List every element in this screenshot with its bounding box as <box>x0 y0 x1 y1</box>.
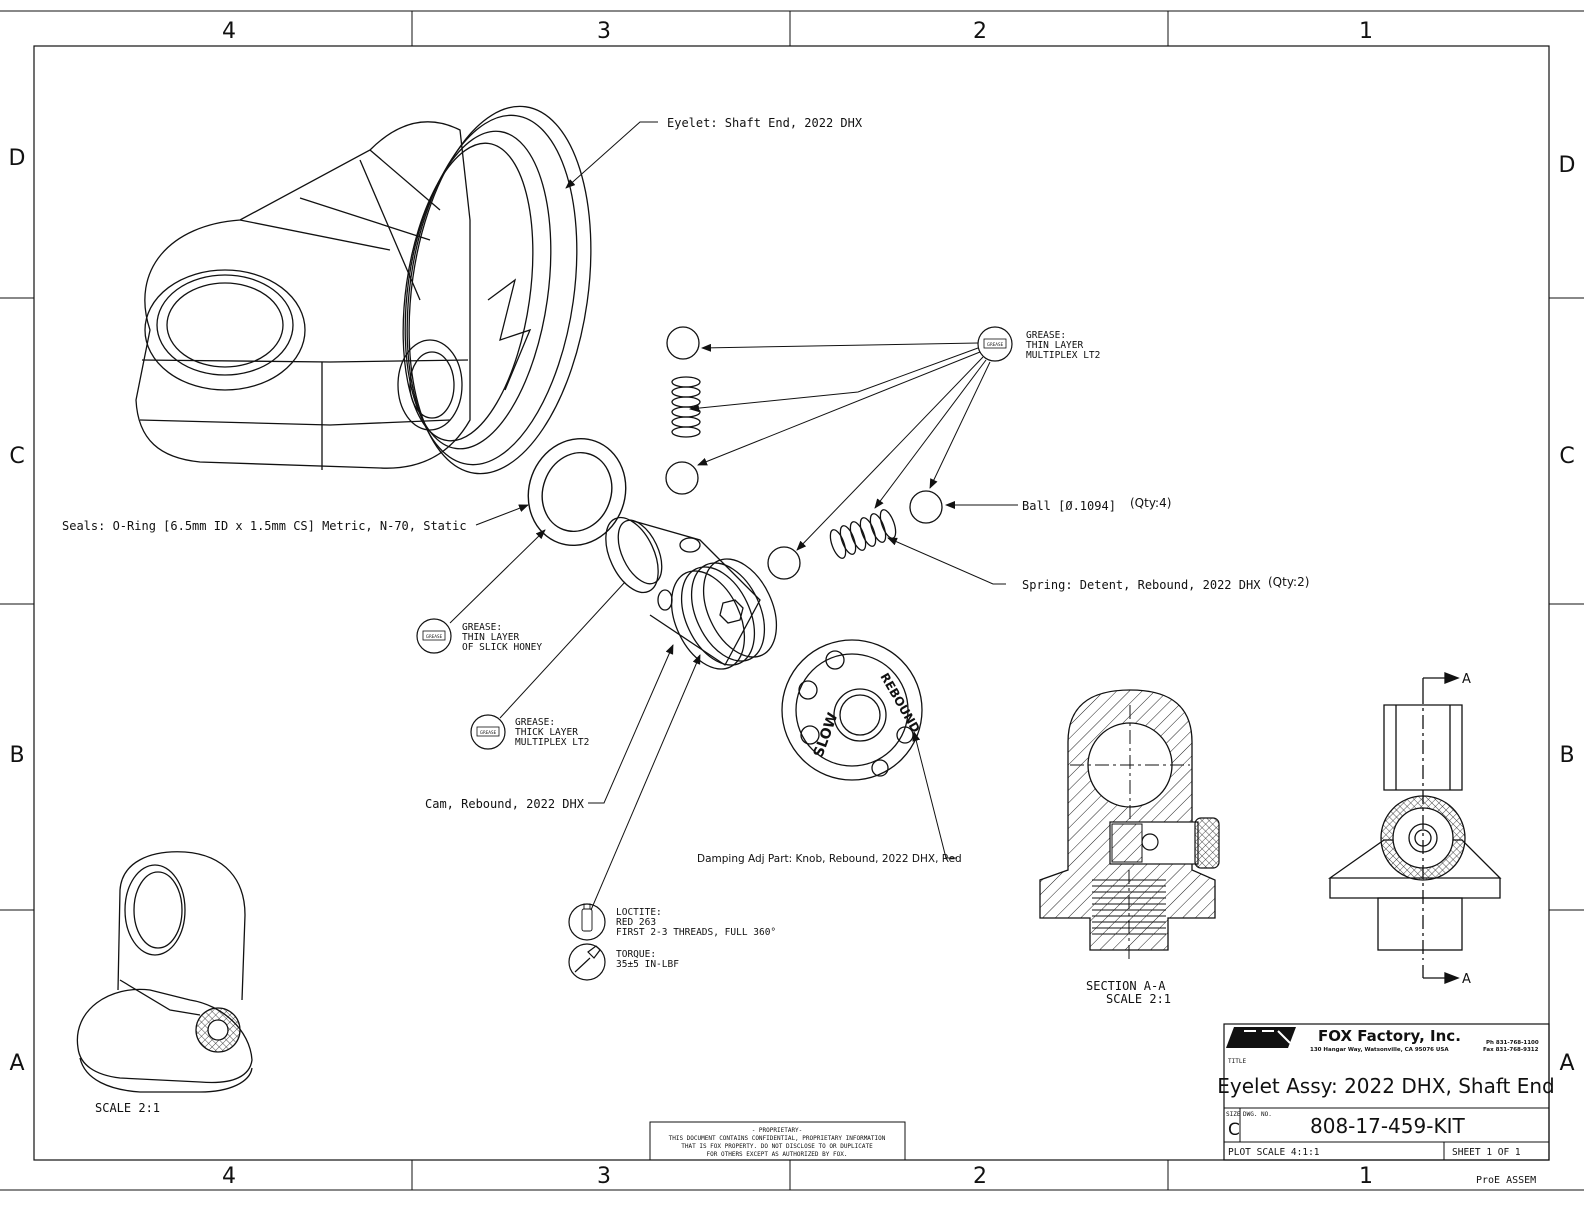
grease-note-thick: GREASE GREASE: THICK LAYER MULTIPLEX LT2 <box>470 714 589 750</box>
loctite-line-3: FIRST 2-3 THREADS, FULL 360° <box>616 927 776 938</box>
sheet-number: SHEET 1 OF 1 <box>1452 1147 1521 1158</box>
col-label-top-3: 3 <box>597 19 611 44</box>
drawing-title: Eyelet Assy: 2022 DHX, Shaft End <box>1217 1074 1554 1098</box>
callout-spring-qty: (Qty:2) <box>1268 575 1309 589</box>
grease-icon-label: GREASE <box>426 634 443 639</box>
company-fax: Fax 831-768-9312 <box>1483 1047 1539 1053</box>
torque-note: TORQUE: 35±5 IN-LBF <box>568 943 679 981</box>
spring-2 <box>829 509 897 559</box>
row-label-left-A: A <box>9 1051 24 1076</box>
grease-top-line-3: MULTIPLEX LT2 <box>1026 350 1100 361</box>
grease-thick-line-3: MULTIPLEX LT2 <box>515 737 589 748</box>
grease-icon-label: GREASE <box>987 342 1004 347</box>
drawing-number: 808-17-459-KIT <box>1310 1114 1465 1138</box>
ball-3 <box>909 490 943 524</box>
sheet-frame <box>0 10 1584 1191</box>
row-label-right-D: D <box>1559 153 1576 178</box>
grease-thick-line-2: THICK LAYER <box>515 727 578 738</box>
company-name: FOX Factory, Inc. <box>1318 1027 1461 1045</box>
zone-column-labels: 4 3 2 1 4 3 2 1 <box>222 19 1373 1189</box>
company-phone: Ph 831-768-1100 <box>1486 1040 1539 1046</box>
loctite-line-2: RED 263 <box>616 917 656 928</box>
row-label-right-C: C <box>1559 444 1574 469</box>
grease-top-line-2: THIN LAYER <box>1026 340 1083 351</box>
section-view-a-a: SECTION A-A SCALE 2:1 <box>1039 689 1220 1006</box>
fox-logo <box>1226 1027 1296 1048</box>
company-address: 130 Hangar Way, Watsonville, CA 95076 US… <box>1310 1047 1449 1053</box>
loctite-line-1: LOCTITE: <box>616 907 662 918</box>
rebound-knob: SLOW REBOUND <box>781 639 923 781</box>
ball-1 <box>666 326 700 360</box>
spring-1 <box>671 376 701 438</box>
row-label-left-C: C <box>9 444 24 469</box>
callout-ball-qty: (Qty:4) <box>1130 496 1171 510</box>
col-label-top-1: 1 <box>1359 19 1373 44</box>
callout-ball: Ball [Ø.1094] <box>1022 499 1116 513</box>
grease-icon-label: GREASE <box>480 730 497 735</box>
plot-scale: PLOT SCALE 4:1:1 <box>1228 1147 1320 1158</box>
grease-honey-line-2: THIN LAYER <box>462 632 519 643</box>
row-label-left-D: D <box>9 146 26 171</box>
leader-lines <box>449 121 1018 911</box>
ball-4 <box>767 546 801 580</box>
title-caption: TITLE <box>1228 1058 1246 1065</box>
col-label-top-4: 4 <box>222 19 236 44</box>
proe-assem: ProE ASSEM <box>1476 1175 1536 1186</box>
col-label-bottom-2: 2 <box>973 1164 987 1189</box>
callout-eyelet: Eyelet: Shaft End, 2022 DHX <box>667 116 863 130</box>
row-label-right-A: A <box>1559 1051 1574 1076</box>
front-view <box>1327 672 1502 984</box>
col-label-bottom-4: 4 <box>222 1164 236 1189</box>
cam <box>605 516 778 670</box>
col-label-bottom-3: 3 <box>597 1164 611 1189</box>
grease-top-line-1: GREASE: <box>1026 330 1066 341</box>
proprietary-line-4: FOR OTHERS EXCEPT AS AUTHORIZED BY FOX. <box>707 1151 848 1158</box>
grease-note-top: GREASE GREASE: THIN LAYER MULTIPLEX LT2 <box>977 326 1100 362</box>
section-scale: SCALE 2:1 <box>1106 992 1171 1006</box>
dwg-caption: DWG. NO. <box>1243 1111 1272 1118</box>
proprietary-line-1: - PROPRIETARY- <box>752 1127 803 1134</box>
iso-scale: SCALE 2:1 <box>95 1101 160 1115</box>
row-label-right-B: B <box>1559 743 1574 768</box>
grease-note-honey: GREASE GREASE: THIN LAYER OF SLICK HONEY <box>416 618 542 654</box>
callout-spring: Spring: Detent, Rebound, 2022 DHX <box>1022 578 1261 592</box>
callout-knob: Damping Adj Part: Knob, Rebound, 2022 DH… <box>697 853 962 865</box>
grease-honey-line-3: OF SLICK HONEY <box>462 642 542 653</box>
iso-view-small <box>76 851 253 1093</box>
row-label-left-B: B <box>9 743 24 768</box>
section-marker-top: A <box>1462 672 1471 687</box>
grease-honey-line-1: GREASE: <box>462 622 502 633</box>
zone-row-labels: D C B A D C B A <box>9 146 1576 1076</box>
loctite-note: LOCTITE: RED 263 FIRST 2-3 THREADS, FULL… <box>568 903 776 941</box>
torque-line-2: 35±5 IN-LBF <box>616 959 679 970</box>
size-value: C <box>1228 1120 1240 1140</box>
section-marker-bottom: A <box>1462 972 1471 987</box>
grease-thick-line-1: GREASE: <box>515 717 555 728</box>
col-label-top-2: 2 <box>973 19 987 44</box>
proprietary-line-3: THAT IS FOX PROPERTY. DO NOT DISCLOSE TO… <box>681 1143 873 1150</box>
proprietary-line-2: THIS DOCUMENT CONTAINS CONFIDENTIAL, PRO… <box>669 1135 886 1142</box>
size-caption: SIZE <box>1226 1111 1241 1118</box>
eyelet-isometric <box>135 105 592 475</box>
section-label: SECTION A-A <box>1086 979 1166 993</box>
proprietary-notice: - PROPRIETARY- THIS DOCUMENT CONTAINS CO… <box>649 1121 906 1161</box>
col-label-bottom-1: 1 <box>1359 1164 1373 1189</box>
o-ring <box>527 437 627 547</box>
torque-line-1: TORQUE: <box>616 949 656 960</box>
callout-seals: Seals: O-Ring [6.5mm ID x 1.5mm CS] Metr… <box>62 519 467 533</box>
title-block: FOX Factory, Inc. 130 Hangar Way, Watson… <box>1217 1023 1555 1186</box>
ball-2 <box>665 461 699 495</box>
callout-cam: Cam, Rebound, 2022 DHX <box>425 797 585 811</box>
